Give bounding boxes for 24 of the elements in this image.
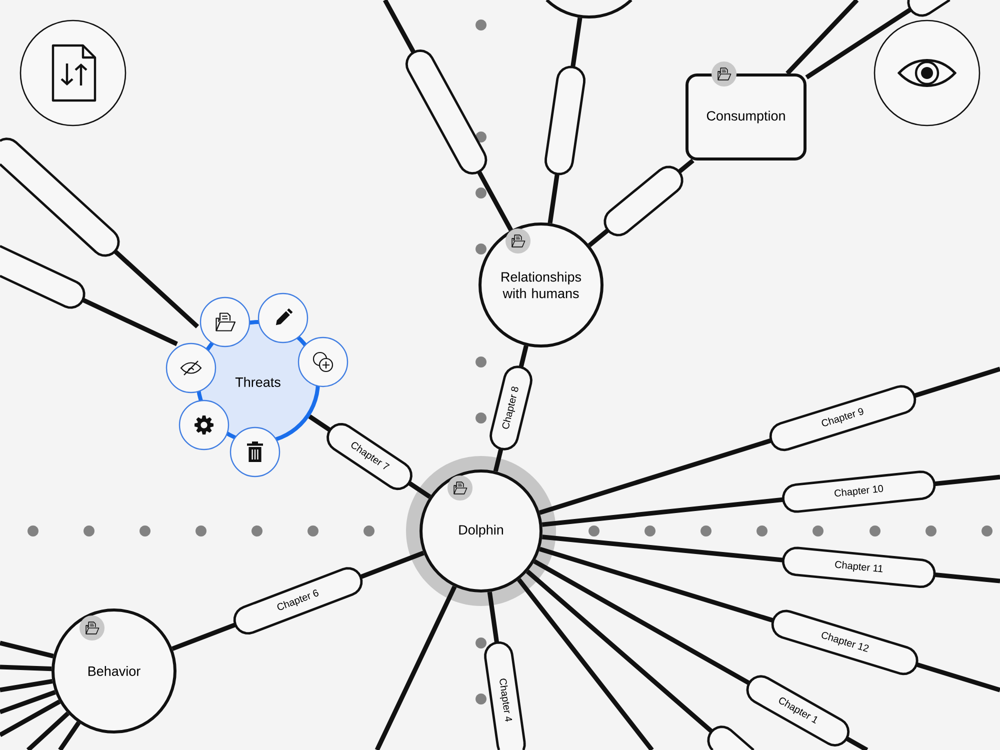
connector — [0, 640, 54, 658]
connector — [0, 679, 53, 692]
edge-label: Chapter 8 — [490, 366, 532, 450]
edge-label: Chapter 12 — [771, 610, 918, 676]
connector — [805, 0, 950, 80]
edge-label: Chapter 9 — [769, 385, 916, 452]
connector — [374, 586, 457, 750]
edge-label: Chapter 10 — [782, 470, 936, 513]
connector — [544, 18, 586, 224]
topic-box: Consumption — [686, 74, 807, 160]
connector — [58, 721, 81, 750]
connector — [517, 578, 654, 750]
connector — [786, 0, 859, 76]
edge-label: Chapter 6 — [233, 567, 363, 634]
edge-label: Chapter 11 — [782, 546, 936, 588]
connector — [0, 690, 56, 714]
edge-label: Chapter 4 — [484, 641, 526, 750]
connector — [382, 0, 514, 232]
connector — [26, 712, 70, 750]
connector — [0, 700, 61, 738]
connector — [487, 592, 500, 644]
connector — [0, 138, 200, 328]
connector — [526, 570, 754, 750]
connector — [0, 664, 52, 672]
